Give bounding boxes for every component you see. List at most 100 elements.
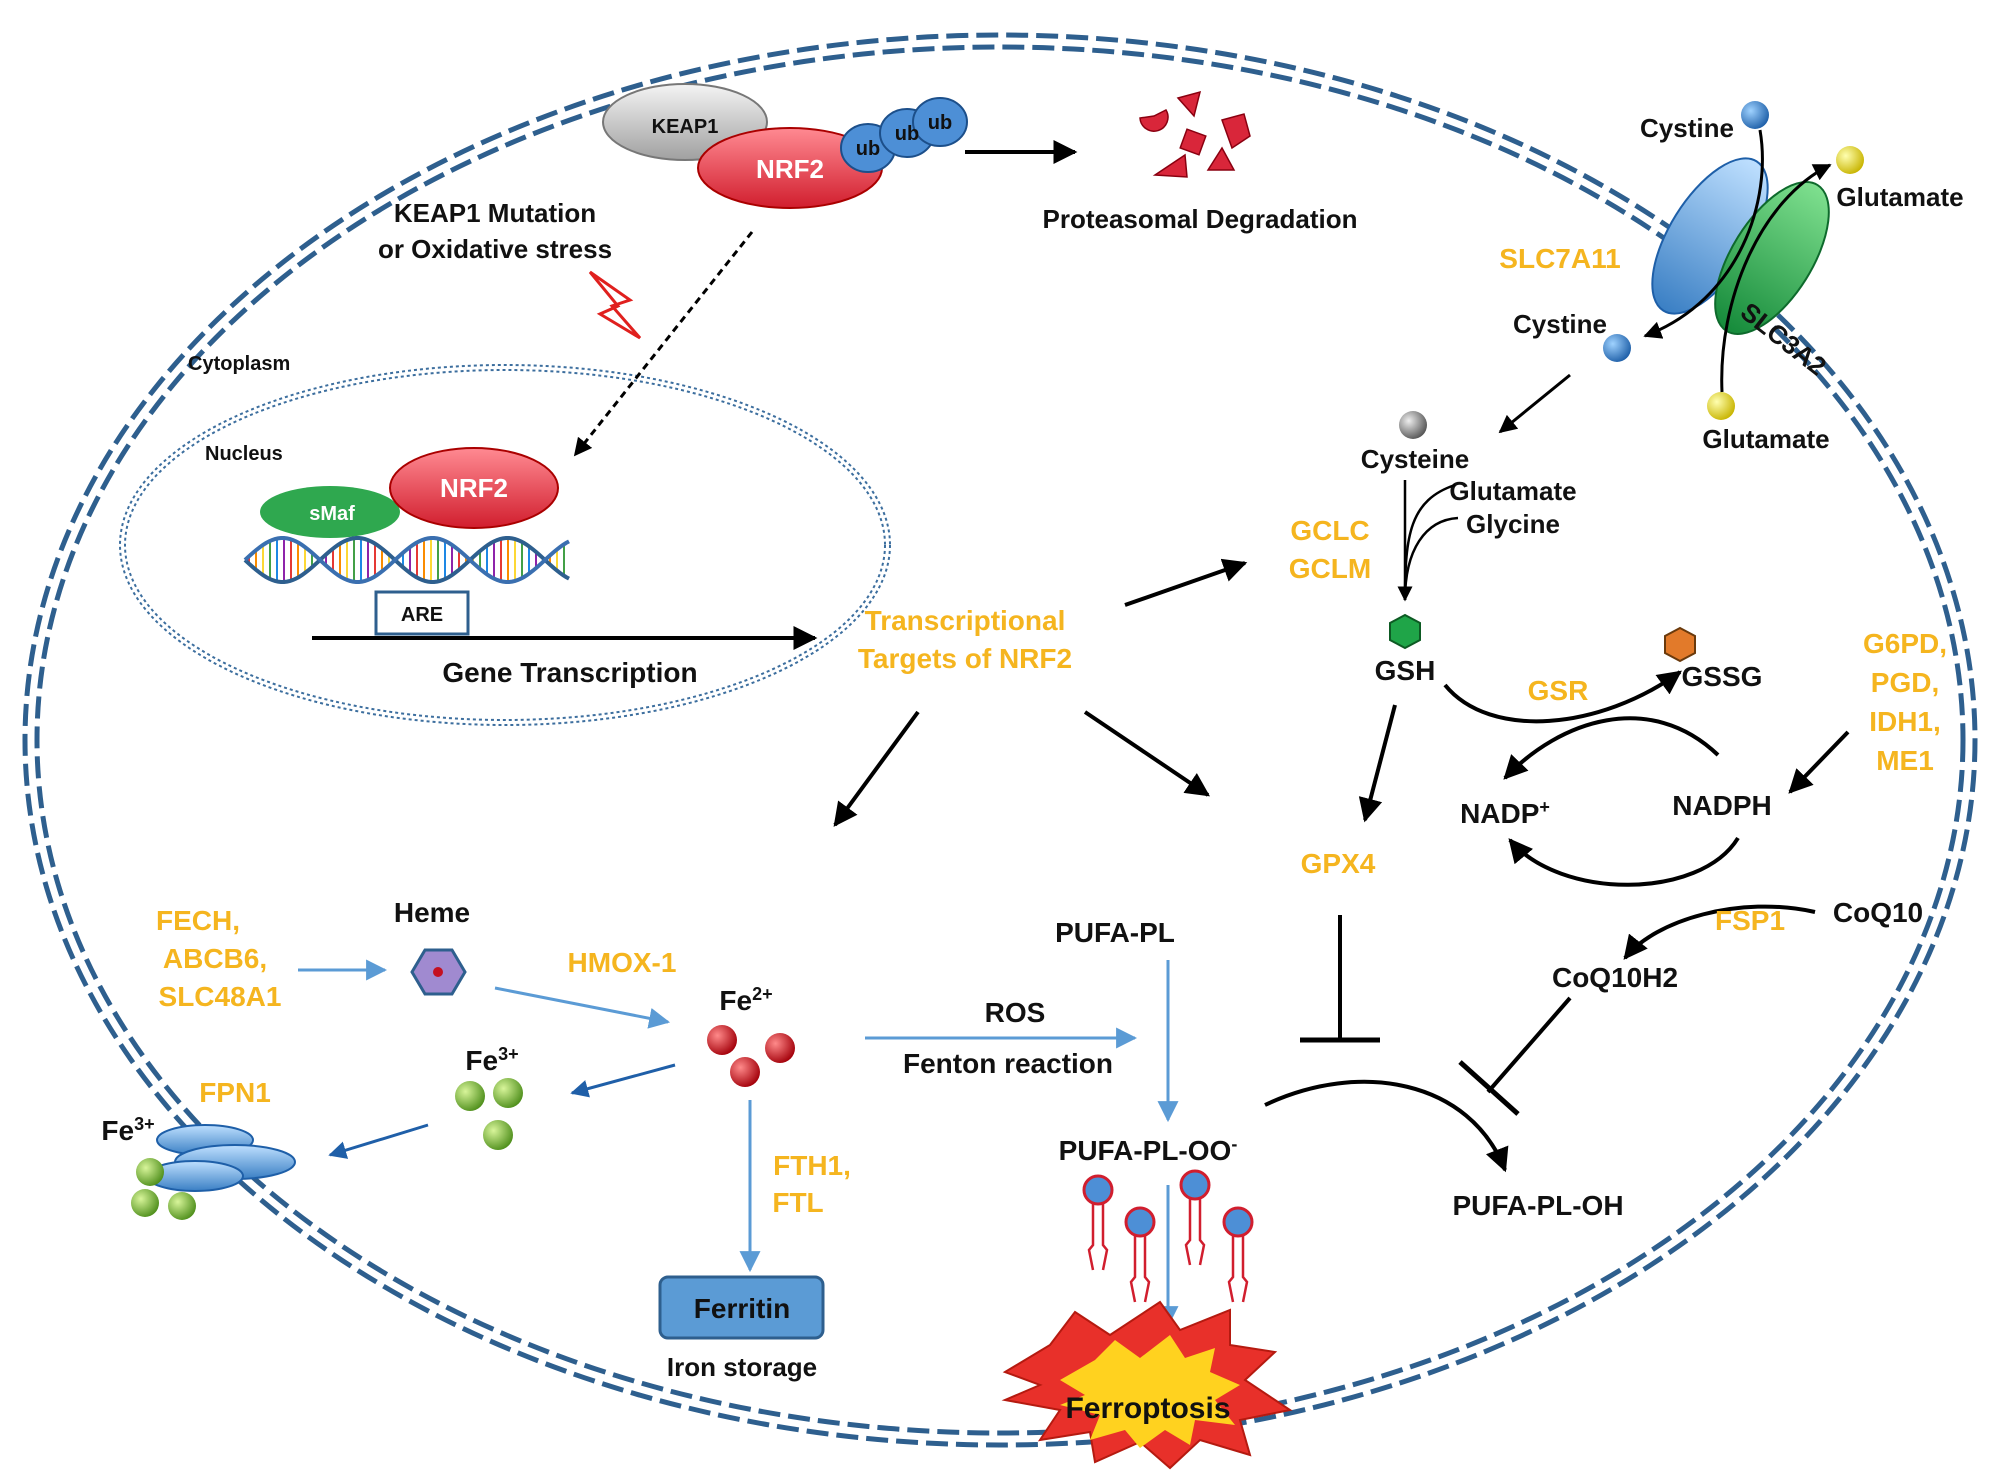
fe3-ball-1 — [455, 1081, 485, 1111]
proteasomal-degradation-label: Proteasomal Degradation — [1043, 204, 1358, 234]
fe2-label: Fe2+ — [719, 984, 772, 1016]
dna-helix-icon — [243, 536, 570, 584]
fenton-label: Fenton reaction — [903, 1048, 1113, 1079]
dna-strand — [243, 536, 570, 584]
fsp1-label: FSP1 — [1715, 905, 1785, 936]
cytoplasm-label: Cytoplasm — [188, 353, 290, 375]
lipid-head — [1082, 1174, 1114, 1206]
proteasome-fragments-icon — [1139, 90, 1251, 178]
gsh-label: GSH — [1375, 655, 1436, 686]
gsh-to-gpx4-arrow — [1358, 704, 1397, 823]
fth1-label: FTH1, — [773, 1150, 851, 1181]
cell-membrane — [22, 32, 1978, 1448]
lipid-head — [1222, 1206, 1254, 1238]
cystine-in-label: Cystine — [1513, 309, 1607, 339]
nadph-to-nadp-arrow-2 — [1508, 836, 1740, 887]
fe3-ball-2 — [493, 1078, 523, 1108]
nadph-label: NADPH — [1672, 790, 1772, 821]
fe3-out-text: Fe — [101, 1115, 134, 1146]
cystine-out-label: Cystine — [1640, 113, 1734, 143]
pufa-oh-label: PUFA-PL-OH — [1452, 1190, 1623, 1221]
nuclear-nrf2-protein — [389, 447, 559, 529]
iron-storage-label: Iron storage — [667, 1352, 817, 1382]
cysteine-ball — [1399, 411, 1427, 439]
enzyme-idh1: IDH1, — [1869, 706, 1941, 737]
coq10h2-inhibition-bar — [1458, 1060, 1520, 1116]
fe3-out-ball-3 — [168, 1192, 196, 1220]
enzymes-to-nadph-arrow — [1788, 730, 1850, 794]
lightning-icon — [588, 270, 642, 340]
fe3-out-ball-1 — [136, 1158, 164, 1186]
fe3-ball-3 — [483, 1120, 513, 1150]
ferroptosis-label: Ferroptosis — [1065, 1392, 1230, 1425]
glutamate-in-label: Glutamate — [1702, 424, 1829, 454]
pufa-oo-label: PUFA-PL-OO- — [1059, 1134, 1238, 1166]
coq10h2-inhibition-line — [1486, 996, 1572, 1094]
coq10-label: CoQ10 — [1833, 897, 1923, 928]
ub-label-2: ub — [895, 123, 919, 145]
fe2-ball-2 — [765, 1033, 795, 1063]
glutamate-out-ball — [1836, 146, 1864, 174]
lipid-tail — [1087, 1204, 1095, 1271]
fe2-sup: 2+ — [752, 984, 773, 1004]
lipid-head — [1179, 1169, 1211, 1201]
nucleus — [119, 364, 891, 726]
pufa-oo-sup: - — [1231, 1134, 1237, 1154]
ferritin-box — [658, 1275, 825, 1340]
gsh-icon — [1389, 613, 1421, 650]
keap1-label: KEAP1 — [652, 116, 719, 138]
coq10-reduction-arrow — [1623, 904, 1816, 960]
fe3-export-arrow — [328, 1123, 429, 1159]
are-label: ARE — [401, 604, 443, 626]
lipid-tail — [1129, 1236, 1137, 1303]
targets-to-iron-arrow — [833, 710, 920, 827]
glycine-join-line — [1403, 516, 1459, 601]
slc48a1-label: SLC48A1 — [159, 981, 282, 1012]
stress-line-2: or Oxidative stress — [378, 234, 612, 264]
glutamate-join-line — [1403, 483, 1456, 601]
are-box — [374, 590, 470, 636]
targets-to-gpx4-arrow — [1083, 710, 1210, 797]
keap1-nrf2-complex — [602, 83, 968, 209]
targets-line-2: Targets of NRF2 — [858, 643, 1072, 674]
targets-to-gcl-arrow — [1124, 558, 1248, 607]
ub-label-3: ub — [928, 112, 952, 134]
nuclear-nrf2-label: NRF2 — [440, 473, 508, 503]
cystine-out-ball — [1741, 101, 1769, 129]
fe3-out-label: Fe3+ — [101, 1114, 154, 1146]
abcb6-label: ABCB6, — [163, 943, 267, 974]
nucleus-label: Nucleus — [205, 443, 283, 465]
lipid-head — [1124, 1206, 1156, 1238]
fpn1-label: FPN1 — [199, 1077, 271, 1108]
gssg-label: GSSG — [1682, 661, 1763, 692]
cystine-in-ball — [1603, 334, 1631, 362]
stress-line-1: KEAP1 Mutation — [394, 198, 596, 228]
glutamate-out-label: Glutamate — [1836, 182, 1963, 212]
gene-transcription-label: Gene Transcription — [442, 657, 697, 688]
fe2-ball-1 — [707, 1025, 737, 1055]
ftl-label: FTL — [772, 1187, 823, 1218]
heme-to-fe2-arrow — [494, 986, 671, 1029]
smaf-protein — [260, 486, 400, 538]
pufa-pl-label: PUFA-PL — [1055, 917, 1175, 948]
peroxidized-lipids-icon — [1082, 1169, 1254, 1303]
lipid-tail — [1198, 1199, 1206, 1266]
lipid-tail — [1227, 1236, 1235, 1303]
nadph-to-nadp-arrow-1 — [1503, 716, 1720, 780]
targets-line-1: Transcriptional — [865, 605, 1066, 636]
ferroptosis-burst-core — [1060, 1335, 1240, 1448]
gpx4-label: GPX4 — [1301, 848, 1376, 879]
glutamate-label: Glutamate — [1449, 476, 1576, 506]
glycine-label: Glycine — [1466, 509, 1560, 539]
nadp-label: NADP+ — [1460, 797, 1550, 829]
lipid-tail — [1101, 1204, 1109, 1271]
fe3-text: Fe — [465, 1045, 498, 1076]
ros-label: ROS — [985, 997, 1046, 1028]
fech-label: FECH, — [156, 905, 240, 936]
fe3-label: Fe3+ — [465, 1044, 518, 1076]
fe3-sup: 3+ — [498, 1044, 519, 1064]
glutamate-export-arrow — [1720, 163, 1832, 393]
ub-label-1: ub — [856, 138, 880, 160]
cysteine-label: Cysteine — [1361, 444, 1469, 474]
gssg-icon — [1664, 626, 1696, 663]
